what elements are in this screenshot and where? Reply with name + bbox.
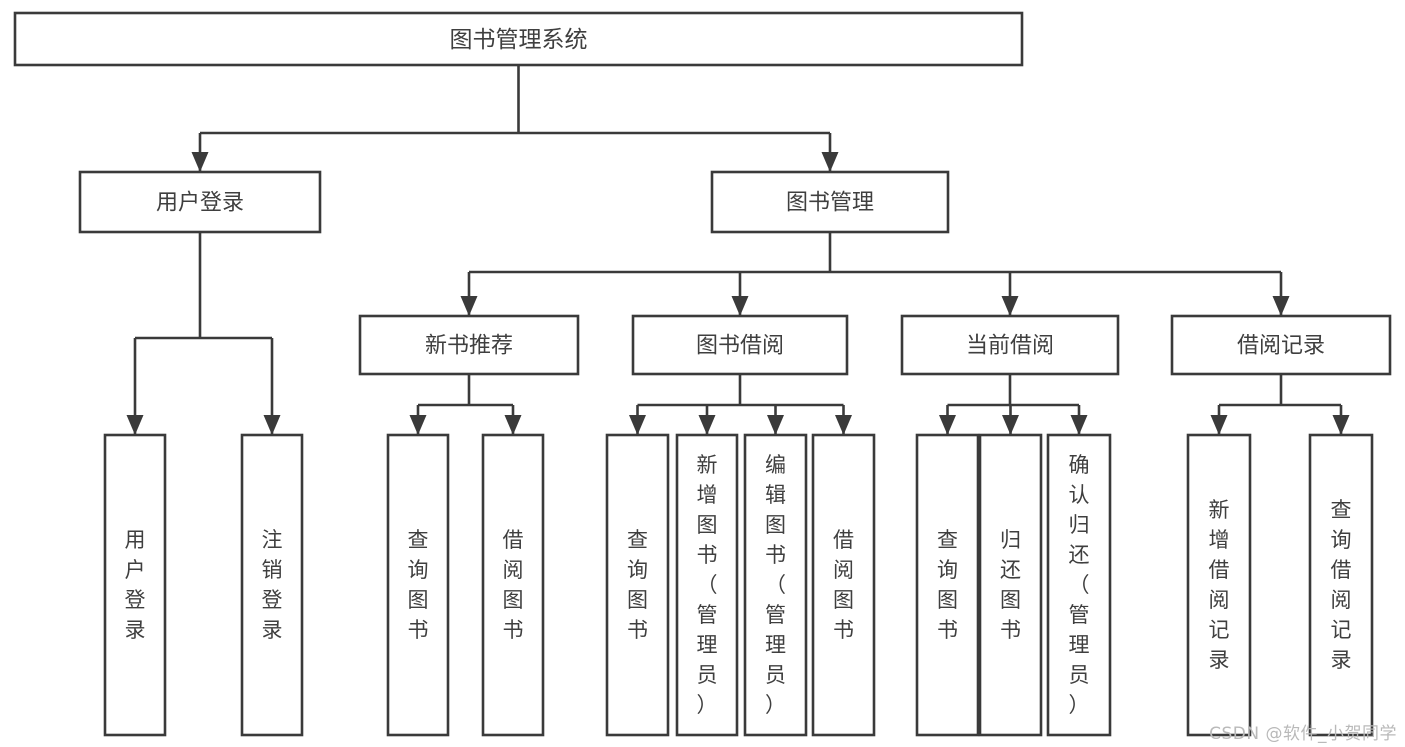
- node-leaf-logout-box[interactable]: [240, 433, 304, 737]
- node-leaf-edit-book-label: 编辑图书（管理员）: [765, 453, 786, 717]
- node-leaf-borrow-book-1[interactable]: 借阅图书: [481, 433, 545, 737]
- conn-root-arrow-1: [821, 152, 839, 172]
- conn-book-borrow-arrow-0: [629, 415, 646, 435]
- node-leaf-logout[interactable]: 注销登录: [240, 433, 304, 737]
- node-new-book-recommend-label: 新书推荐: [425, 334, 513, 359]
- node-leaf-edit-book[interactable]: 编辑图书（管理员）: [743, 433, 808, 737]
- nodes-layer: 图书管理系统用户登录图书管理新书推荐图书借阅当前借阅借阅记录用户登录注销登录查询…: [13, 11, 1392, 737]
- node-leaf-add-record-label: 新增借阅记录: [1209, 498, 1230, 672]
- conn-root-arrow-0: [191, 152, 209, 172]
- node-leaf-add-book-label: 新增图书（管理员）: [697, 453, 718, 717]
- conn-book-borrow-arrow-1: [698, 415, 716, 435]
- conn-new-book-recommend-arrow-0: [409, 415, 427, 435]
- node-leaf-borrow-book-1-box[interactable]: [481, 433, 545, 737]
- conn-borrow-record-arrow-0: [1210, 415, 1228, 435]
- node-leaf-query-book-2-box[interactable]: [605, 433, 670, 737]
- node-book-borrow[interactable]: 图书借阅: [631, 314, 849, 376]
- node-borrow-record-label: 借阅记录: [1237, 334, 1325, 359]
- node-book-management-box[interactable]: [710, 170, 950, 234]
- node-current-borrow-label: 当前借阅: [966, 334, 1054, 359]
- conn-user-login-arrow-0: [126, 415, 144, 435]
- node-leaf-user-login[interactable]: 用户登录: [103, 433, 167, 737]
- node-leaf-user-login-label: 用户登录: [125, 528, 146, 642]
- conn-current-borrow-arrow-0: [939, 415, 956, 435]
- node-leaf-query-book-2-label: 查询图书: [627, 528, 648, 642]
- node-leaf-confirm-return-box[interactable]: [1046, 433, 1112, 737]
- node-book-management[interactable]: 图书管理: [710, 170, 950, 234]
- node-root-title[interactable]: 图书管理系统: [13, 11, 1024, 67]
- node-new-book-recommend-box[interactable]: [358, 314, 580, 376]
- node-borrow-record-box[interactable]: [1170, 314, 1392, 376]
- conn-book-borrow-arrow-2: [767, 415, 784, 435]
- conn-current-borrow-arrow-1: [1002, 415, 1019, 435]
- node-leaf-user-login-box[interactable]: [103, 433, 167, 737]
- node-current-borrow-box[interactable]: [900, 314, 1120, 376]
- node-leaf-logout-label: 注销登录: [262, 528, 283, 642]
- node-book-management-label: 图书管理: [786, 191, 874, 216]
- node-leaf-query-book-3-box[interactable]: [915, 433, 980, 737]
- node-user-login-box[interactable]: [78, 170, 322, 234]
- node-leaf-query-book-3[interactable]: 查询图书: [915, 433, 980, 737]
- conn-current-borrow-arrow-2: [1070, 415, 1088, 435]
- conn-borrow-record-arrow-1: [1332, 415, 1350, 435]
- node-new-book-recommend[interactable]: 新书推荐: [358, 314, 580, 376]
- node-root-title-box[interactable]: [13, 11, 1024, 67]
- node-leaf-add-book[interactable]: 新增图书（管理员）: [675, 433, 739, 737]
- node-leaf-borrow-book-1-label: 借阅图书: [503, 528, 524, 642]
- node-leaf-query-book-1-box[interactable]: [386, 433, 450, 737]
- connectors-layer: [126, 65, 1350, 435]
- conn-user-login-arrow-1: [263, 415, 281, 435]
- node-current-borrow[interactable]: 当前借阅: [900, 314, 1120, 376]
- node-leaf-return-book[interactable]: 归还图书: [978, 433, 1043, 737]
- csdn-watermark: CSDN @软件_小贺同学: [1209, 724, 1397, 744]
- conn-book-management-arrow-2: [1001, 296, 1019, 316]
- node-leaf-query-record-label: 查询借阅记录: [1331, 498, 1352, 672]
- node-leaf-query-record[interactable]: 查询借阅记录: [1308, 433, 1374, 737]
- node-leaf-add-record[interactable]: 新增借阅记录: [1186, 433, 1252, 737]
- node-book-borrow-box[interactable]: [631, 314, 849, 376]
- conn-book-management-arrow-0: [460, 296, 478, 316]
- node-leaf-return-book-box[interactable]: [978, 433, 1043, 737]
- conn-book-borrow-arrow-3: [835, 415, 852, 435]
- node-leaf-return-book-label: 归还图书: [1000, 528, 1021, 642]
- node-leaf-add-book-box[interactable]: [675, 433, 739, 737]
- node-root-title-label: 图书管理系统: [450, 27, 588, 53]
- node-leaf-query-record-box[interactable]: [1308, 433, 1374, 737]
- conn-new-book-recommend-arrow-1: [504, 415, 522, 435]
- node-leaf-query-book-3-label: 查询图书: [937, 528, 958, 642]
- conn-book-management-arrow-1: [731, 296, 749, 316]
- node-borrow-record[interactable]: 借阅记录: [1170, 314, 1392, 376]
- node-leaf-edit-book-box[interactable]: [743, 433, 808, 737]
- node-leaf-query-book-2[interactable]: 查询图书: [605, 433, 670, 737]
- node-leaf-query-book-1[interactable]: 查询图书: [386, 433, 450, 737]
- node-book-borrow-label: 图书借阅: [696, 334, 784, 359]
- node-leaf-confirm-return-label: 确认归还（管理员）: [1069, 453, 1090, 717]
- node-leaf-add-record-box[interactable]: [1186, 433, 1252, 737]
- node-user-login[interactable]: 用户登录: [78, 170, 322, 234]
- node-leaf-confirm-return[interactable]: 确认归还（管理员）: [1046, 433, 1112, 737]
- node-leaf-query-book-1-label: 查询图书: [408, 528, 429, 642]
- node-leaf-borrow-book-2[interactable]: 借阅图书: [811, 433, 876, 737]
- conn-book-management-arrow-3: [1272, 296, 1290, 316]
- node-leaf-borrow-book-2-box[interactable]: [811, 433, 876, 737]
- node-leaf-borrow-book-2-label: 借阅图书: [833, 528, 854, 642]
- node-user-login-label: 用户登录: [156, 191, 244, 216]
